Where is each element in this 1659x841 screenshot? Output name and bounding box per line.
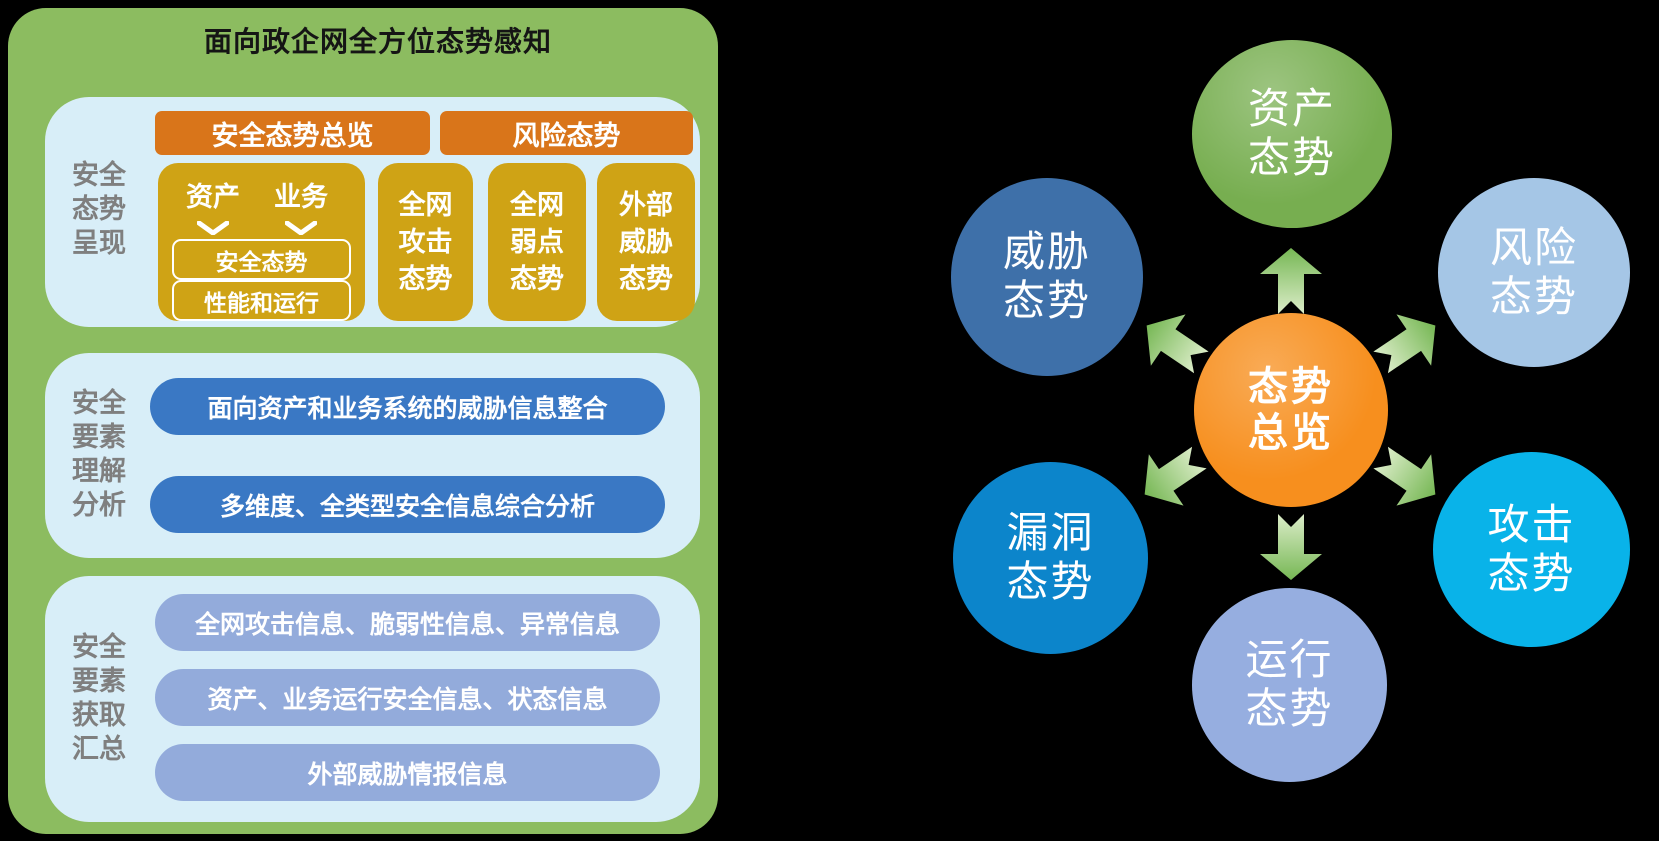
node-line: 态势	[1248, 363, 1334, 410]
chevron-down-icon	[197, 221, 229, 235]
pillar-line: 外部	[619, 189, 673, 221]
node-line: 漏洞	[1006, 508, 1095, 558]
pillar-external-threat: 外部 威胁 态势	[597, 163, 695, 321]
header-security-overview: 安全态势总览	[155, 111, 430, 155]
collection-bar-attack-info: 全网攻击信息、脆弱性信息、异常信息	[155, 594, 660, 651]
section-presentation: 安全 态势 呈现 安全态势总览 风险态势 资产 业务 安全态势 性能和运行	[45, 97, 700, 327]
label-line: 理解	[72, 456, 126, 487]
pillar-line: 态势	[510, 263, 564, 295]
node-line: 运行	[1245, 635, 1334, 685]
pillar-line: 态势	[619, 263, 673, 295]
pillar-line: 攻击	[398, 226, 453, 258]
label-line: 呈现	[72, 228, 126, 259]
node-line: 威胁	[1002, 227, 1091, 277]
label-line: 要素	[72, 422, 126, 453]
analysis-bar-comprehensive-analysis: 多维度、全类型安全信息综合分析	[150, 476, 665, 533]
label-line: 安全	[72, 388, 126, 419]
arrow-up-icon	[1260, 248, 1322, 314]
label-line: 态势	[72, 194, 126, 225]
collection-bar-external-intel: 外部威胁情报信息	[155, 744, 660, 801]
pillar-network-attack: 全网 攻击 态势	[378, 163, 473, 321]
pillar-line: 全网	[398, 189, 453, 221]
node-risk-posture: 风险 态势	[1438, 178, 1630, 367]
analysis-bar-threat-integration: 面向资产和业务系统的威胁信息整合	[150, 378, 665, 435]
node-line: 态势	[1002, 276, 1091, 325]
section-collection: 安全 要素 获取 汇总 全网攻击信息、脆弱性信息、异常信息 资产、业务运行安全信…	[45, 576, 700, 822]
pillar-line: 态势	[398, 263, 453, 295]
asset-business-box: 资产 业务 安全态势 性能和运行	[158, 163, 365, 321]
section-collection-label: 安全 要素 获取 汇总	[63, 631, 135, 767]
arrow-down-icon	[1260, 514, 1322, 580]
node-line: 攻击	[1487, 499, 1576, 549]
business-label: 业务	[274, 182, 328, 213]
label-line: 要素	[72, 666, 126, 697]
node-operation-posture: 运行 态势	[1192, 588, 1387, 782]
pillar-line: 弱点	[510, 226, 564, 258]
pillar-line: 全网	[510, 189, 564, 221]
pillar-line: 威胁	[619, 226, 673, 258]
collection-bar-asset-info: 资产、业务运行安全信息、状态信息	[155, 669, 660, 726]
label-line: 安全	[72, 632, 126, 663]
pillar-network-weakness: 全网 弱点 态势	[488, 163, 586, 321]
asset-label: 资产	[186, 182, 240, 213]
section-analysis: 安全 要素 理解 分析 面向资产和业务系统的威胁信息整合 多维度、全类型安全信息…	[45, 353, 700, 558]
section-analysis-label: 安全 要素 理解 分析	[63, 387, 135, 523]
left-panel: 面向政企网全方位态势感知 安全 态势 呈现 安全态势总览 风险态势 资产 业务 …	[8, 8, 718, 834]
node-line: 态势	[1489, 271, 1578, 321]
panel-title: 面向政企网全方位态势感知	[203, 25, 552, 58]
sub-box-performance-operation: 性能和运行	[172, 280, 351, 321]
header-risk-posture: 风险态势	[440, 111, 693, 155]
node-line: 态势	[1006, 557, 1095, 606]
sub-box-security-posture: 安全态势	[172, 239, 351, 280]
node-line: 态势	[1487, 548, 1576, 598]
section-presentation-label: 安全 态势 呈现	[63, 159, 135, 261]
node-line: 风险	[1489, 222, 1578, 272]
label-line: 分析	[72, 490, 126, 521]
node-asset-posture: 资产 态势	[1192, 40, 1392, 228]
label-line: 汇总	[72, 734, 126, 765]
node-posture-overview-hub: 态势 总览	[1194, 313, 1388, 507]
node-line: 态势	[1247, 133, 1336, 182]
label-line: 获取	[72, 700, 126, 731]
label-line: 安全	[72, 160, 126, 191]
node-vulnerability-posture: 漏洞 态势	[953, 462, 1148, 654]
node-line: 资产	[1247, 84, 1336, 134]
node-line: 态势	[1245, 684, 1334, 733]
node-attack-posture: 攻击 态势	[1433, 452, 1630, 647]
node-threat-posture: 威胁 态势	[951, 178, 1143, 376]
node-line: 总览	[1248, 410, 1334, 456]
chevron-down-icon	[285, 221, 317, 235]
